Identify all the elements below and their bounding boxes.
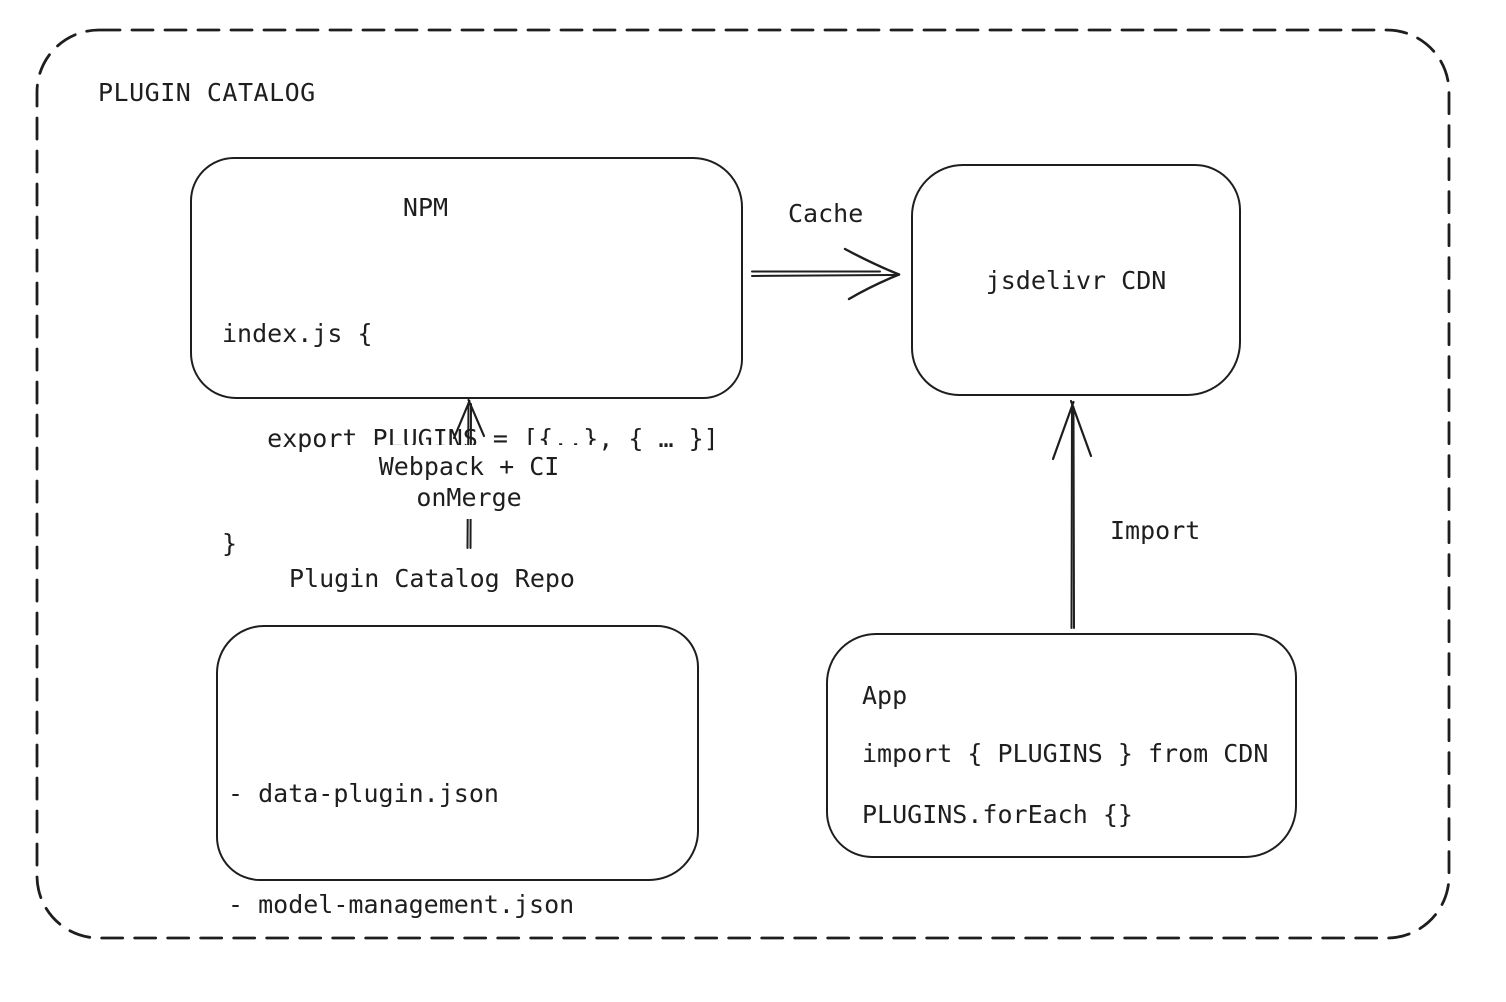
catalog-boundary: [35, 28, 1451, 940]
node-repo: - data-plugin.json - model-management.js…: [216, 625, 699, 1002]
app-code-line: PLUGINS.forEach {}: [862, 800, 1133, 829]
repo-node-title: Plugin Catalog Repo: [289, 564, 575, 593]
import-arrow: [1051, 399, 1093, 629]
node-app: App import { PLUGINS } from CDN PLUGINS.…: [826, 633, 1297, 858]
repo-file-item: …: [228, 997, 574, 1002]
npm-code-line: index.js {: [222, 319, 373, 348]
cdn-node-label: jsdelivr CDN: [985, 265, 1167, 295]
cache-arrow: [751, 247, 901, 301]
npm-node-title: NPM: [402, 193, 449, 222]
npm-code-line: }: [222, 529, 238, 558]
repo-file-list: - data-plugin.json - model-management.js…: [228, 701, 574, 1002]
build-edge-label: Webpack + CI onMerge: [339, 445, 599, 519]
cache-edge-label: Cache: [788, 199, 864, 228]
app-node-title: App: [862, 681, 908, 710]
import-edge-label: Import: [1110, 516, 1201, 545]
app-code-line: import { PLUGINS } from CDN: [862, 739, 1269, 768]
repo-file-item: - model-management.json: [228, 890, 575, 919]
repo-file-item: - data-plugin.json: [228, 779, 499, 808]
node-npm: NPM index.js { export PLUGINS = [{..}, {…: [190, 157, 743, 558]
node-cdn: jsdelivr CDN: [911, 164, 1241, 396]
diagram-title: PLUGIN CATALOG: [98, 78, 316, 107]
